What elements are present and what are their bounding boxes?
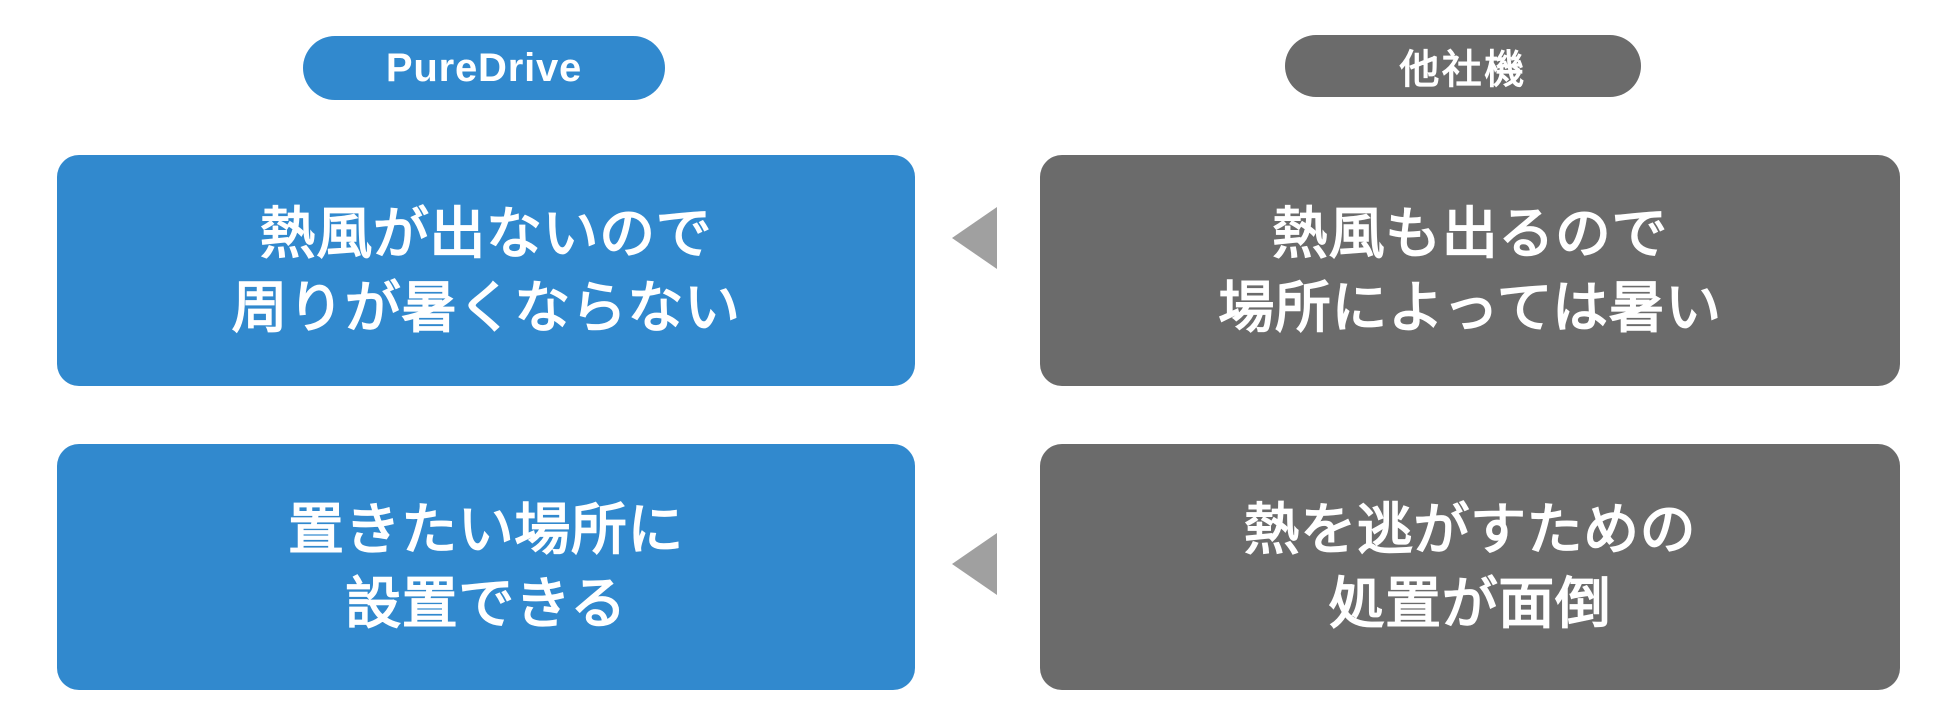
card-line-1: 熱風も出るので — [1272, 201, 1668, 265]
card-other-brands-heat-handling-hassle: 熱を逃がすための 処置が面倒 — [1040, 444, 1900, 690]
card-line-1: 置きたい場所に — [288, 498, 684, 562]
triangle-left-icon — [952, 533, 997, 595]
card-puredrive-flexible-placement: 置きたい場所に 設置できる — [57, 444, 915, 690]
card-line-1: 熱風が出ないので — [259, 201, 713, 265]
card-line-2: 設置できる — [345, 572, 627, 635]
card-line-1: 熱を逃がすための — [1243, 498, 1697, 562]
column-header-other-brands: 他社機 — [1285, 35, 1641, 97]
card-puredrive-no-hot-air: 熱風が出ないので 周りが暑くならない — [57, 155, 915, 386]
column-header-puredrive-label: PureDrive — [385, 45, 583, 90]
card-line-2: 周りが暑くならない — [231, 275, 741, 339]
card-line-2: 場所によっては暑い — [1218, 275, 1722, 339]
column-header-other-brands-label: 他社機 — [1399, 48, 1527, 92]
triangle-left-icon — [952, 207, 997, 269]
column-header-puredrive: PureDrive — [303, 36, 665, 100]
card-other-brands-hot-air-emitted: 熱風も出るので 場所によっては暑い — [1040, 155, 1900, 386]
card-line-2: 処置が面倒 — [1328, 572, 1612, 635]
